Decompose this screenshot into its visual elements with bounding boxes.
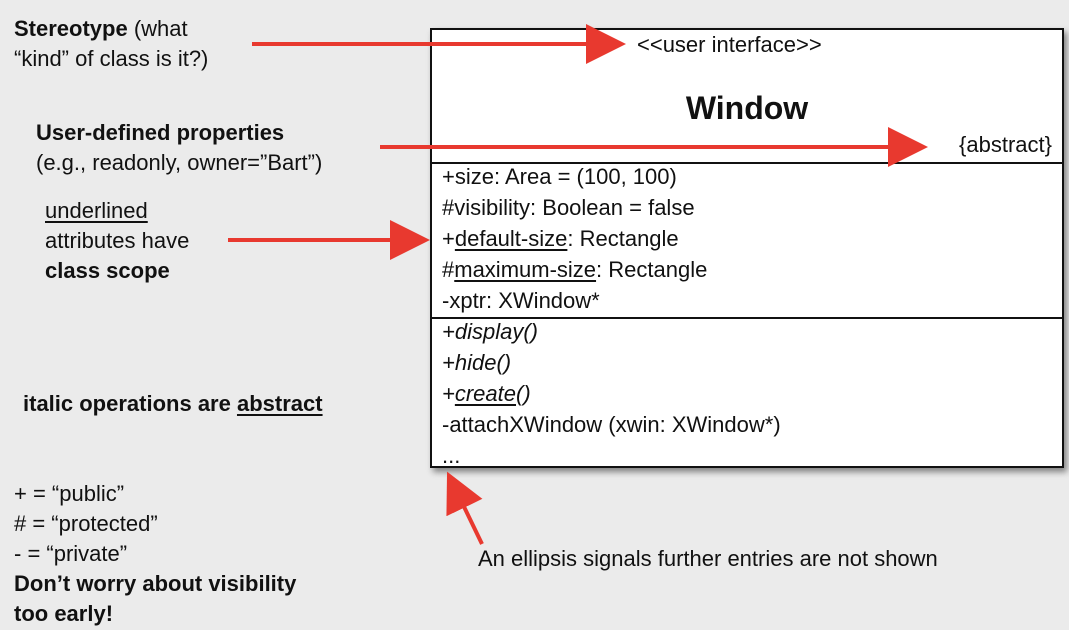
uml-class-box: <<user interface>> Window {abstract} +si… [430,28,1064,468]
attr-type: : Rectangle [596,257,708,282]
stereotype-annotation-title: Stereotype [14,16,128,41]
attr-name-class-scope: maximum-size [454,257,597,282]
italic-annotation-abstract: abstract [236,391,323,416]
stereotype-annotation: Stereotype (what “kind” of class is it?) [14,14,208,74]
visibility-public: + = “public” [14,481,125,506]
user-props-annotation: User-defined properties (e.g., readonly,… [36,118,322,178]
attr-visibility: # [442,257,455,282]
op-visibility: + [442,381,455,406]
uml-attribute: +size: Area = (100, 100) [442,162,677,192]
attr-type: : Rectangle [567,226,679,251]
uml-attribute: #visibility: Boolean = false [442,193,695,223]
uml-stereotype: <<user interface>> [637,32,822,57]
stereotype-annotation-rest: (what [127,16,188,41]
visibility-note-line1: Don’t worry about visibility [14,571,297,596]
attr-visibility: + [442,164,455,189]
uml-attribute: #maximum-size: Rectangle [442,255,707,285]
stereotype-annotation-line2: “kind” of class is it?) [14,46,209,71]
uml-name-compartment: <<user interface>> Window {abstract} [432,30,1062,164]
uml-operations-compartment: +display() +hide() +create() -attachXWin… [432,317,1062,468]
user-props-annotation-title: User-defined properties [36,120,285,145]
visibility-note-line2: too early! [14,601,114,626]
attr-visibility: - [442,288,450,313]
attr-type: : Boolean = false [530,195,695,220]
ellipsis-arrow [446,471,484,545]
uml-operation-abstract: +hide() [442,350,512,375]
italic-annotation: italic operations are abstract [23,389,323,419]
attr-visibility: # [442,195,455,220]
uml-ellipsis: ... [442,443,461,468]
uml-class-name: Window [685,90,809,126]
underlined-annotation-line3: class scope [45,258,170,283]
attr-visibility: + [442,226,455,251]
attr-type: : Area = (100, 100) [493,164,677,189]
visibility-private: - = “private” [14,541,128,566]
user-props-annotation-line2: (e.g., readonly, owner=”Bart”) [36,150,323,175]
attr-type: : XWindow* [486,288,600,313]
underlined-annotation-line2: attributes have [45,228,190,253]
op-paren: () [516,381,531,406]
underlined-annotation-line1: underlined [45,198,148,223]
uml-property: {abstract} [959,132,1052,157]
visibility-protected: # = “protected” [14,511,158,536]
visibility-annotation: + = “public” # = “protected” - = “privat… [14,479,296,629]
uml-attribute: +default-size: Rectangle [442,224,679,254]
attr-name-class-scope: default-size [454,226,568,251]
italic-annotation-text: italic operations are [23,391,237,416]
attr-name: size [454,164,494,189]
uml-operation-abstract: +display() [442,319,538,344]
attr-name: visibility [454,195,531,220]
uml-operation-abstract: +create() [442,379,531,409]
uml-attribute: -xptr: XWindow* [442,286,600,316]
uml-attributes-compartment: +size: Area = (100, 100) #visibility: Bo… [432,162,1062,319]
attr-name: xptr [449,288,487,313]
uml-operation: -attachXWindow (xwin: XWindow*) [442,412,781,437]
ellipsis-annotation: An ellipsis signals further entries are … [478,546,938,571]
underlined-annotation: underlined attributes have class scope [45,196,189,286]
op-name-class-scope: create [454,381,517,406]
